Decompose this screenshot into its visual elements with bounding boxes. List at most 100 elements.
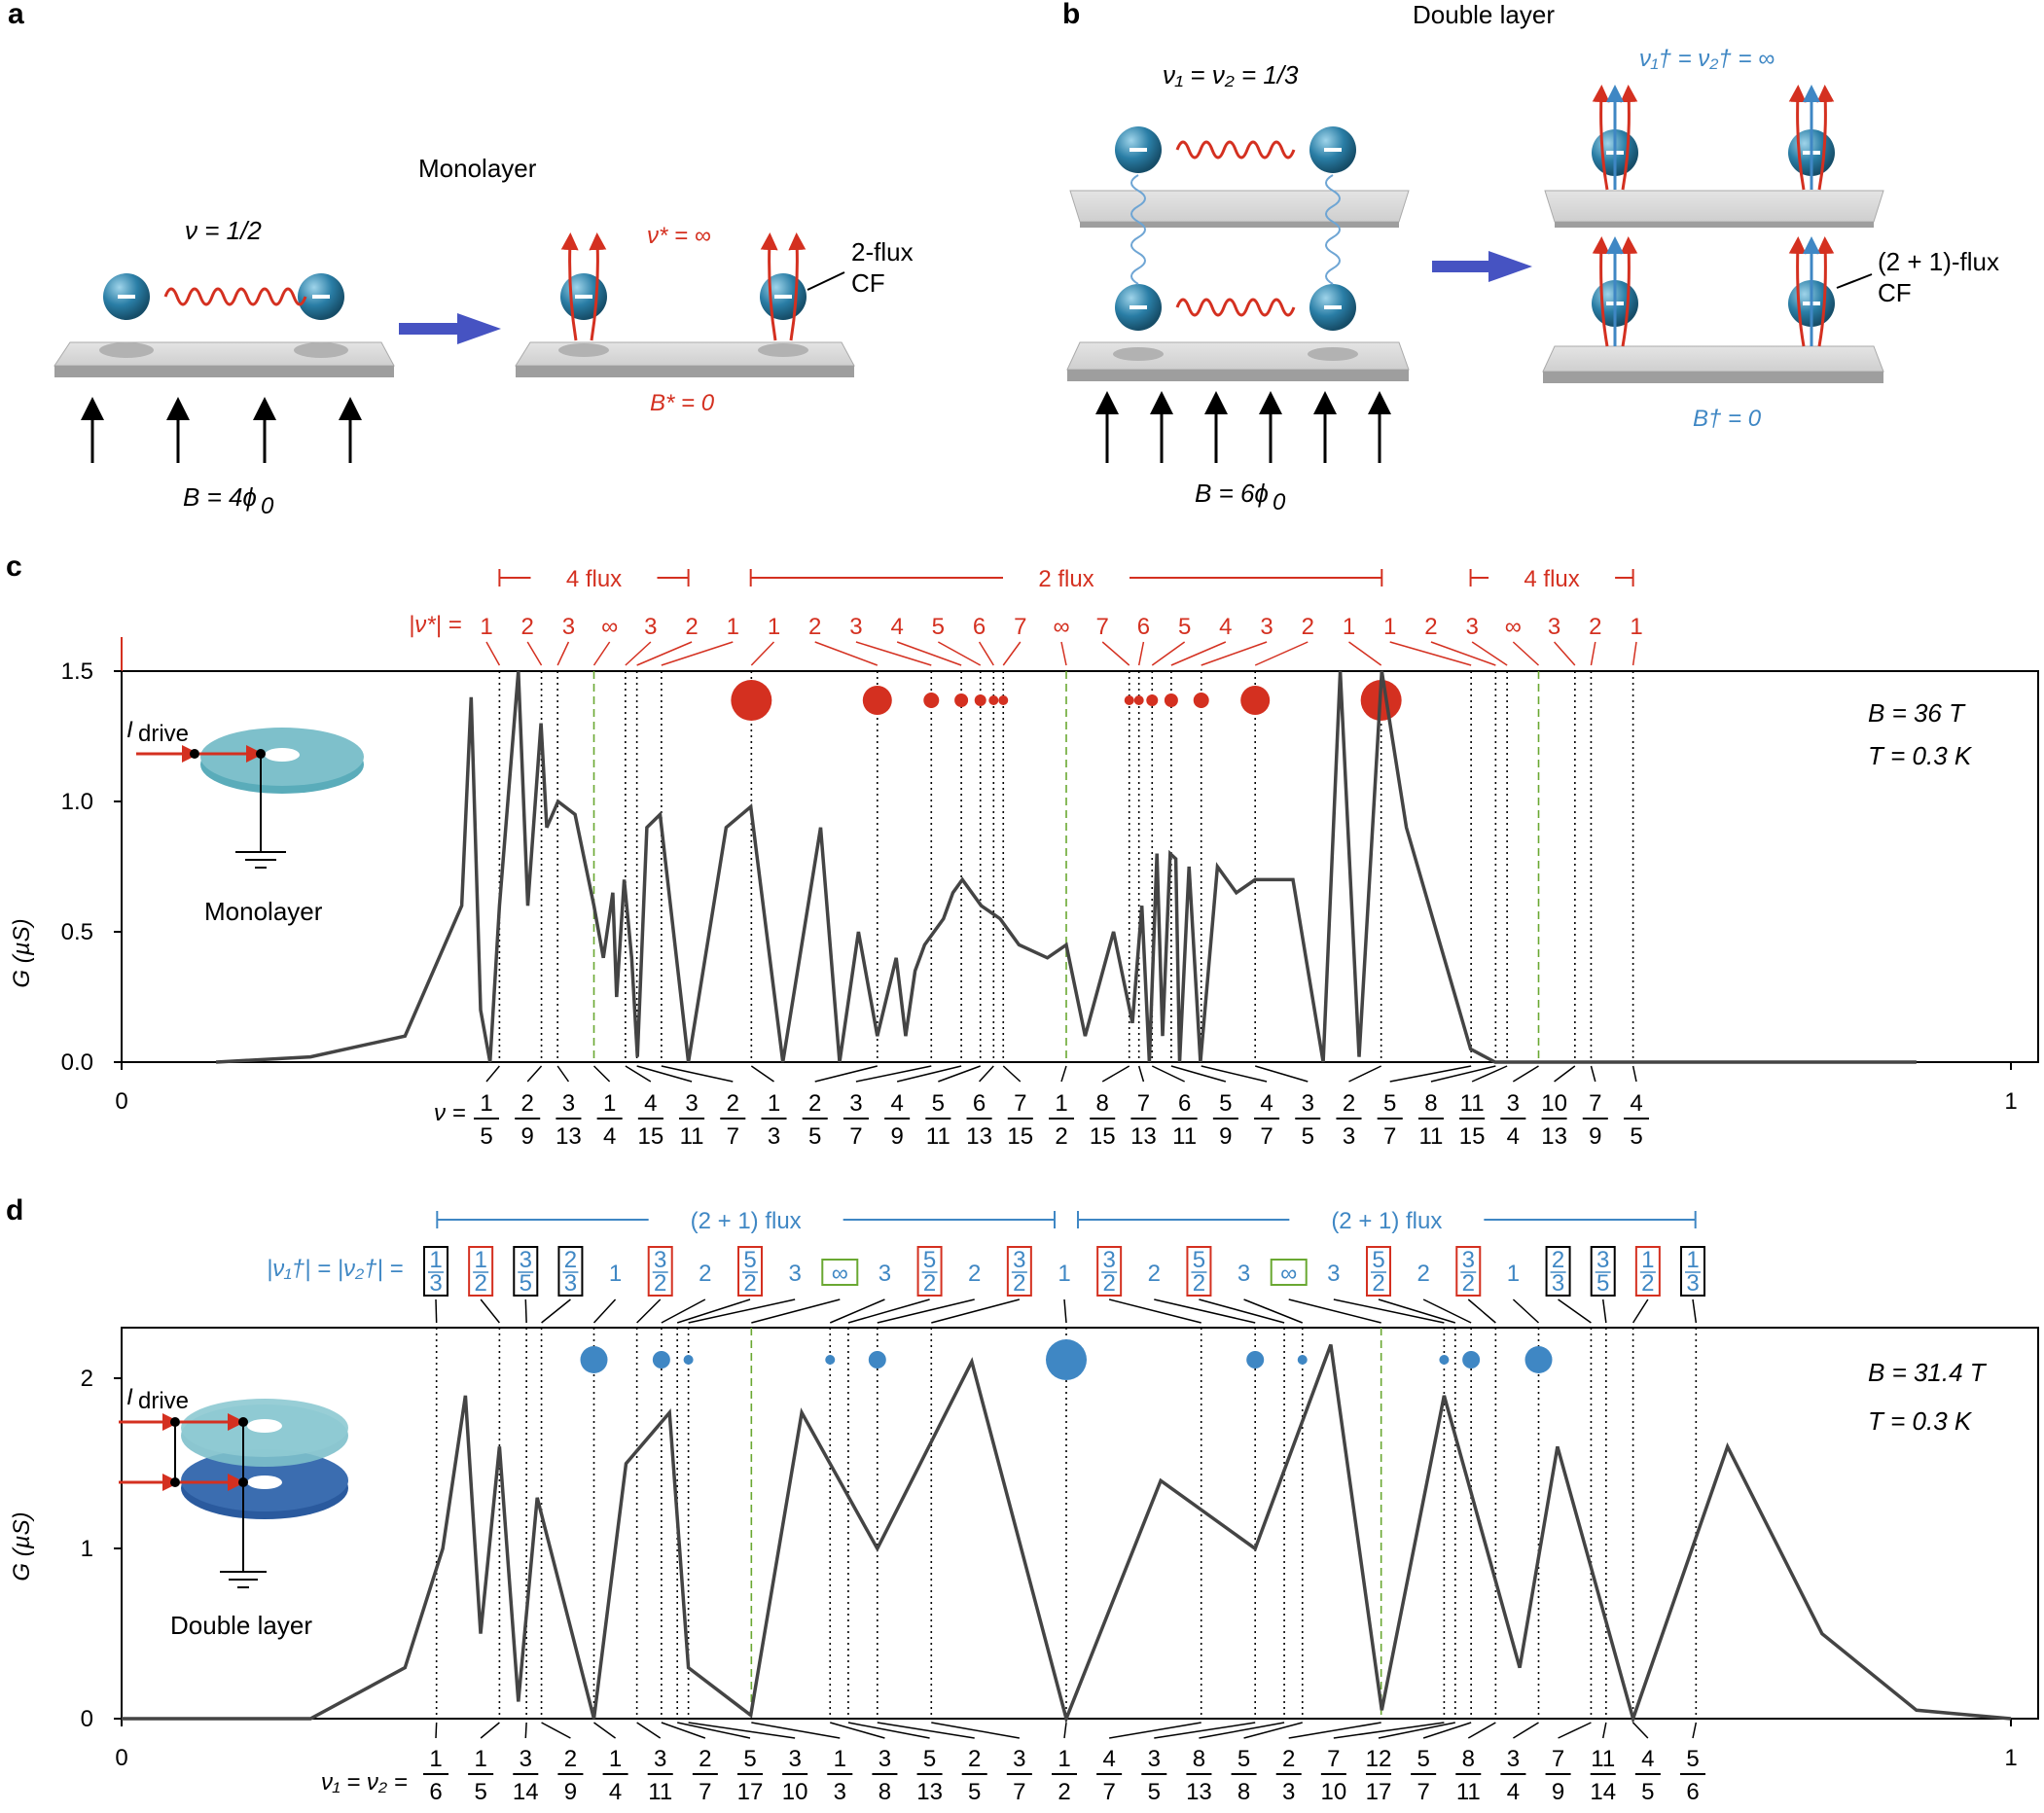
flux-group-label: 4 flux <box>566 566 622 592</box>
filling-fraction-numerator: 2 <box>521 1090 534 1117</box>
nudagger-denominator: 5 <box>1596 1270 1609 1297</box>
filling-fraction-denominator: 4 <box>1507 1779 1520 1805</box>
nudagger-denominator: 2 <box>1641 1270 1654 1297</box>
filling-fraction-denominator: 11 <box>926 1123 950 1150</box>
nustar-label: 1 <box>727 614 739 640</box>
nustar-label: 2 <box>1302 614 1314 640</box>
filling-fraction-numerator: 4 <box>1260 1090 1273 1117</box>
conductance-trace-d <box>122 1343 2012 1724</box>
filling-fraction-denominator: 13 <box>1130 1123 1157 1150</box>
filling-fraction-denominator: 8 <box>879 1779 891 1805</box>
nudagger-denominator: 2 <box>474 1270 486 1297</box>
filling-fraction-numerator: 3 <box>1507 1090 1520 1117</box>
filling-fraction-denominator: 5 <box>480 1123 492 1150</box>
filling-fraction-denominator: 17 <box>1366 1779 1392 1805</box>
filling-fraction-denominator: 10 <box>782 1779 808 1805</box>
nustar-label: 6 <box>973 614 986 640</box>
nudagger-label: 3 <box>1237 1261 1250 1287</box>
nudagger-numerator: 3 <box>520 1247 532 1273</box>
ytick-c-1: 0.5 <box>61 919 93 945</box>
nudagger-numerator: 5 <box>1193 1247 1205 1273</box>
flux-group-label: (2 + 1) flux <box>691 1208 802 1234</box>
filling-fraction-numerator: 2 <box>808 1090 821 1117</box>
filling-fraction-denominator: 13 <box>556 1123 582 1150</box>
filling-fraction-denominator: 11 <box>648 1779 672 1805</box>
filling-fraction-numerator: 8 <box>1424 1090 1437 1117</box>
nudagger-denominator: 3 <box>564 1270 577 1297</box>
ytick-d-2: 2 <box>81 1366 93 1392</box>
nustar-label: 5 <box>932 614 945 640</box>
field-d: B = 31.4 T <box>1868 1358 1988 1387</box>
nustar-label: 5 <box>1178 614 1191 640</box>
filling-fraction-numerator: 5 <box>923 1746 936 1772</box>
nudagger-label: 2 <box>968 1261 981 1287</box>
filling-fraction-denominator: 7 <box>849 1123 862 1150</box>
filling-fraction-denominator: 5 <box>968 1779 981 1805</box>
nudagger-denominator: 2 <box>1102 1270 1115 1297</box>
filling-fraction-denominator: 9 <box>1552 1779 1564 1805</box>
filling-fraction-denominator: 13 <box>1541 1123 1567 1150</box>
panel-label-a: a <box>8 0 24 30</box>
energy-gap-dot <box>1193 693 1209 708</box>
plot-frame-c <box>121 670 2039 1063</box>
nustar-label: ∞ <box>601 614 618 640</box>
filling-fraction-numerator: 3 <box>849 1090 862 1117</box>
filling-fraction-denominator: 4 <box>609 1779 622 1805</box>
filling-fraction-denominator: 9 <box>1589 1123 1601 1150</box>
nudagger-label: 1 <box>609 1261 622 1287</box>
filling-fraction-numerator: 6 <box>973 1090 986 1117</box>
filling-fraction-denominator: 9 <box>564 1779 577 1805</box>
filling-fraction-numerator: 4 <box>1641 1746 1654 1772</box>
filling-fraction-denominator: 6 <box>429 1779 442 1805</box>
filling-fraction-numerator: 3 <box>562 1090 575 1117</box>
nustar-label: 2 <box>1589 614 1601 640</box>
energy-gap-dot <box>1146 694 1159 706</box>
energy-gap-dot <box>868 1351 886 1369</box>
ylabel-c: G (µS) <box>9 918 35 987</box>
filling-fraction-denominator: 7 <box>1383 1123 1396 1150</box>
filling-fraction-numerator: 3 <box>520 1746 532 1772</box>
filling-fraction-denominator: 3 <box>834 1779 846 1805</box>
filling-fraction-denominator: 7 <box>1416 1779 1429 1805</box>
panel-b-b-field: B = 6ϕ <box>1195 479 1269 508</box>
panel-label-d: d <box>6 1194 23 1226</box>
nudagger-label: 2 <box>699 1261 711 1287</box>
filling-fraction-numerator: 2 <box>727 1090 739 1117</box>
filling-fraction-denominator: 7 <box>1102 1779 1115 1805</box>
nudagger-denominator: 2 <box>923 1270 936 1297</box>
filling-fraction-numerator: 3 <box>1507 1746 1520 1772</box>
state-box <box>1455 1246 1482 1297</box>
panel-b-b-sub: 0 <box>1273 489 1286 515</box>
b-field-arrows <box>1095 391 1391 463</box>
nustar-label: 2 <box>808 614 821 640</box>
nustar-label: 1 <box>1343 614 1355 640</box>
inset-label-d: Double layer <box>170 1611 312 1640</box>
filling-fraction-numerator: 3 <box>685 1090 698 1117</box>
nustar-label: ∞ <box>1053 614 1069 640</box>
flux-group-label: 2 flux <box>1038 566 1094 592</box>
nustar-label: 3 <box>644 614 657 640</box>
panel-label-b: b <box>1062 0 1080 30</box>
nudagger-label: 2 <box>1148 1261 1161 1287</box>
filling-fraction-denominator: 13 <box>916 1779 943 1805</box>
nudagger-numerator: 1 <box>429 1247 442 1273</box>
filling-fraction-denominator: 7 <box>1260 1123 1273 1150</box>
nustar-label: 1 <box>1383 614 1396 640</box>
state-box <box>821 1259 859 1286</box>
panel-a-title: Monolayer <box>418 154 537 183</box>
drive-sub-c: drive <box>138 721 189 747</box>
filling-fraction-denominator: 15 <box>1007 1123 1033 1150</box>
nudagger-numerator: 1 <box>1686 1247 1699 1273</box>
filling-fraction-numerator: 11 <box>1460 1090 1485 1117</box>
panel-b-cf-1: (2 + 1)-flux <box>1878 247 1999 276</box>
flux-group-label: 4 flux <box>1524 566 1579 592</box>
nustar-label: 6 <box>1137 614 1150 640</box>
state-box <box>916 1246 943 1297</box>
filling-fraction-denominator: 5 <box>1641 1779 1654 1805</box>
state-box <box>1366 1246 1391 1297</box>
ytick-c-2: 1.0 <box>61 789 93 815</box>
filling-fraction-denominator: 2 <box>1055 1123 1067 1150</box>
filling-fraction-denominator: 5 <box>1630 1123 1642 1150</box>
state-box <box>1680 1246 1705 1297</box>
